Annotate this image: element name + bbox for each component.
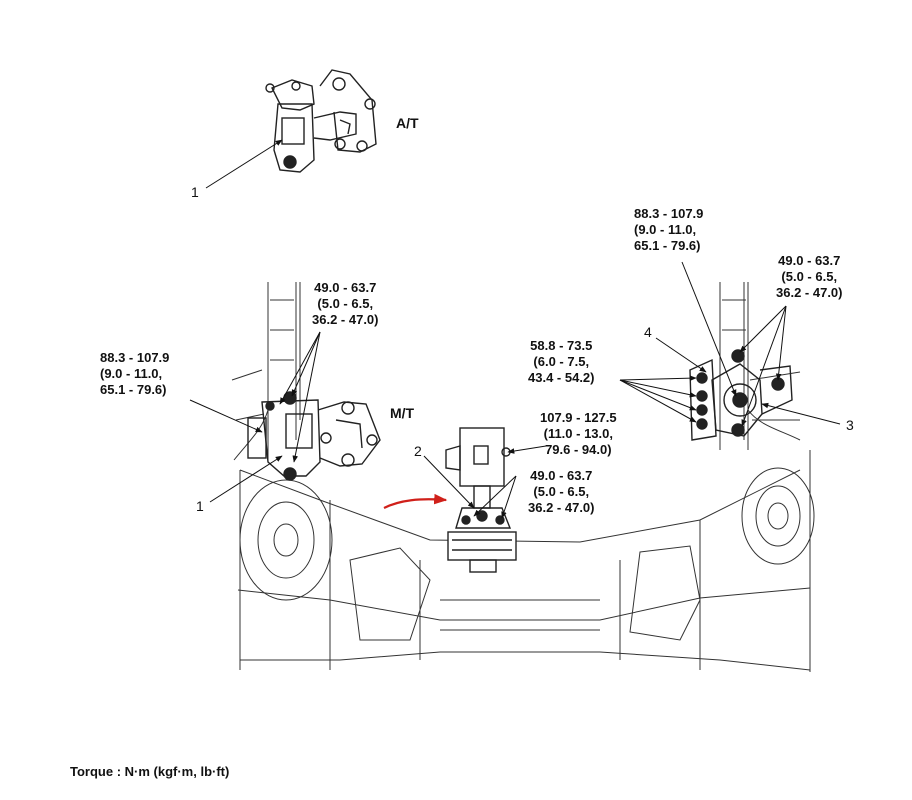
torque-mt-left-upper: 49.0 - 63.7 (5.0 - 6.5, 36.2 - 47.0): [312, 280, 379, 328]
label-at: A/T: [396, 115, 419, 131]
torque-line: 88.3 - 107.9: [634, 206, 704, 221]
torque-line: 65.1 - 79.6): [100, 382, 167, 397]
torque-line: 79.6 - 94.0): [545, 442, 612, 457]
callout-3: 3: [846, 417, 854, 433]
torque-line: (11.0 - 13.0,: [543, 426, 613, 441]
torque-units-note: Torque : N·m (kgf·m, lb·ft): [70, 764, 230, 779]
torque-line: 49.0 - 63.7: [530, 468, 593, 483]
at-mount-drawing: [265, 69, 377, 173]
torque-rear-mount-upper: 107.9 - 127.5 (11.0 - 13.0, 79.6 - 94.0): [540, 410, 617, 458]
torque-line: 49.0 - 63.7: [778, 253, 841, 268]
torque-line: 43.4 - 54.2): [528, 370, 595, 385]
right-mount-drawing: [689, 349, 793, 441]
torque-line: (6.0 - 7.5,: [533, 354, 590, 369]
leader-lines: [189, 139, 841, 519]
subframe-drawing: [231, 282, 815, 672]
torque-line: (5.0 - 6.5,: [533, 484, 590, 499]
torque-line: (5.0 - 6.5,: [317, 296, 374, 311]
torque-line: 36.2 - 47.0): [312, 312, 379, 327]
annotation-arrow: [383, 493, 448, 509]
callout-2: 2: [414, 443, 422, 459]
torque-line: (5.0 - 6.5,: [781, 269, 838, 284]
torque-line: 107.9 - 127.5: [540, 410, 617, 425]
mt-mount-drawing: [247, 391, 381, 481]
callout-1-at: 1: [191, 184, 199, 200]
torque-line: 36.2 - 47.0): [776, 285, 843, 300]
torque-line: 65.1 - 79.6): [634, 238, 701, 253]
callout-1-mt: 1: [196, 498, 204, 514]
torque-line: 36.2 - 47.0): [528, 500, 595, 515]
torque-line: 88.3 - 107.9: [100, 350, 170, 365]
torque-rear-mount-lower: 49.0 - 63.7 (5.0 - 6.5, 36.2 - 47.0): [528, 468, 595, 516]
callout-4: 4: [644, 324, 652, 340]
torque-line: 58.8 - 73.5: [530, 338, 593, 353]
torque-right-top: 88.3 - 107.9 (9.0 - 11.0, 65.1 - 79.6): [634, 206, 703, 254]
torque-right-bracket: 58.8 - 73.5 (6.0 - 7.5, 43.4 - 54.2): [528, 338, 595, 386]
label-mt: M/T: [390, 405, 415, 421]
torque-line: (9.0 - 11.0,: [100, 366, 163, 381]
torque-mt-left-side: 88.3 - 107.9 (9.0 - 11.0, 65.1 - 79.6): [100, 350, 169, 398]
torque-line: (9.0 - 11.0,: [634, 222, 697, 237]
torque-line: 49.0 - 63.7: [314, 280, 377, 295]
torque-right-far: 49.0 - 63.7 (5.0 - 6.5, 36.2 - 47.0): [776, 253, 843, 301]
rear-mount-drawing: [445, 427, 517, 573]
